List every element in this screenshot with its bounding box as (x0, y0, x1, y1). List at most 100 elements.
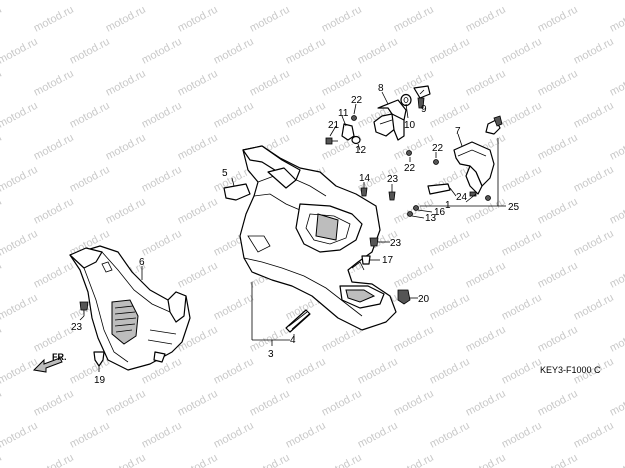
label-24: 24 (456, 192, 468, 203)
watermark-text: motod.ru (428, 100, 472, 131)
watermark-text: motod.ru (392, 388, 436, 419)
label-22-top: 22 (351, 95, 363, 106)
watermark-text: motod.ru (320, 452, 364, 468)
label-16: 16 (434, 207, 446, 218)
watermark-text: motod.ru (572, 292, 616, 323)
watermark-text: motod.ru (104, 68, 148, 99)
watermark-text: motod.ru (212, 292, 256, 323)
watermark-text: motod.ru (500, 100, 544, 131)
watermark-text: motod.ru (536, 4, 580, 35)
watermark-text: motod.ru (176, 4, 220, 35)
watermark-text: motod.ru (176, 196, 220, 227)
watermark-text: motod.ru (212, 420, 256, 451)
upper-bracket-part (373, 99, 407, 141)
watermark-text: motod.ru (32, 324, 76, 355)
direction-label: FR. (52, 352, 67, 362)
watermark-text: motod.ru (212, 100, 256, 131)
label-23-top: 23 (387, 174, 399, 185)
watermark-text: motod.ru (0, 36, 40, 67)
watermark-text: motod.ru (212, 36, 256, 67)
watermark-text: motod.ru (68, 36, 112, 67)
watermark-text: motod.ru (356, 36, 400, 67)
front-direction-arrow: FR. (32, 352, 67, 373)
label-5: 5 (222, 168, 228, 179)
watermark-text: motod.ru (536, 388, 580, 419)
label-17: 17 (382, 255, 394, 266)
watermark-text: motod.ru (536, 68, 580, 99)
label-19: 19 (94, 375, 106, 386)
watermark-text: motod.ru (608, 388, 625, 419)
part-number-labels: 8 9 10 22 11 21 12 7 22 22 14 23 5 6 24 … (71, 83, 520, 386)
watermark-text: motod.ru (428, 36, 472, 67)
watermark-text: motod.ru (392, 324, 436, 355)
watermark-text: motod.ru (428, 228, 472, 259)
watermark-text: motod.ru (536, 260, 580, 291)
watermark-text: motod.ru (248, 388, 292, 419)
watermark-text: motod.ru (68, 420, 112, 451)
watermark-text: motod.ru (428, 420, 472, 451)
watermark-text: motod.ru (572, 0, 616, 3)
watermark-text: motod.ru (140, 228, 184, 259)
watermark-text: motod.ru (500, 356, 544, 387)
label-7: 7 (455, 126, 461, 137)
label-14: 14 (359, 173, 371, 184)
label-23-mid: 23 (390, 238, 402, 249)
watermark-text: motod.ru (140, 0, 184, 3)
watermark-text: motod.ru (0, 420, 40, 451)
trim-strip-part (285, 309, 311, 333)
watermark-text: motod.ru (320, 324, 364, 355)
watermark-text: motod.ru (608, 4, 625, 35)
watermark-text: motod.ru (32, 68, 76, 99)
watermark-text: motod.ru (428, 356, 472, 387)
label-3: 3 (268, 349, 274, 360)
bushing-part (400, 93, 412, 107)
label-11: 11 (338, 108, 349, 119)
label-6: 6 (139, 257, 145, 268)
watermark-text: motod.ru (500, 292, 544, 323)
watermark-text: motod.ru (68, 356, 112, 387)
label-12: 12 (355, 145, 367, 156)
watermark-text: motod.ru (0, 324, 4, 355)
watermark-text: motod.ru (32, 4, 76, 35)
watermark-text: motod.ru (0, 388, 4, 419)
watermark-text: motod.ru (32, 452, 76, 468)
watermark-text: motod.ru (428, 0, 472, 3)
label-21: 21 (328, 120, 340, 131)
watermark-text: motod.ru (608, 324, 625, 355)
label-25: 25 (508, 202, 520, 213)
watermark-text: motod.ru (68, 100, 112, 131)
label-1: 1 (445, 200, 451, 211)
watermark-text: motod.ru (428, 292, 472, 323)
watermark-text: motod.ru (32, 132, 76, 163)
watermark-text: motod.ru (608, 260, 625, 291)
watermark-text: motod.ru (284, 36, 328, 67)
watermark-text: motod.ru (140, 100, 184, 131)
watermark-text: motod.ru (104, 388, 148, 419)
watermark-text: motod.ru (572, 100, 616, 131)
watermark-text: motod.ru (320, 68, 364, 99)
watermark-text: motod.ru (464, 4, 508, 35)
label-4: 4 (290, 335, 296, 346)
watermark-text: motod.ru (104, 4, 148, 35)
watermark-text: motod.ru (284, 420, 328, 451)
watermark-text: motod.ru (500, 36, 544, 67)
watermark-text: motod.ru (572, 228, 616, 259)
watermark-text: motod.ru (68, 0, 112, 3)
watermark-text: motod.ru (464, 452, 508, 468)
watermark-text: motod.ru (572, 164, 616, 195)
watermark-text: motod.ru (500, 228, 544, 259)
watermark-text: motod.ru (356, 356, 400, 387)
watermark-text: motod.ru (320, 388, 364, 419)
watermark-text: motod.ru (140, 164, 184, 195)
tab-part (223, 183, 251, 201)
label-10: 10 (404, 120, 416, 131)
watermark-text: motod.ru (536, 132, 580, 163)
watermark-text: motod.ru (608, 452, 625, 468)
watermark-text: motod.ru (536, 196, 580, 227)
watermark-text: motod.ru (0, 196, 4, 227)
watermark-text: motod.ru (464, 260, 508, 291)
watermark-text: motod.ru (320, 4, 364, 35)
watermark-text: motod.ru (140, 36, 184, 67)
bolt-fastener-part (485, 115, 503, 135)
